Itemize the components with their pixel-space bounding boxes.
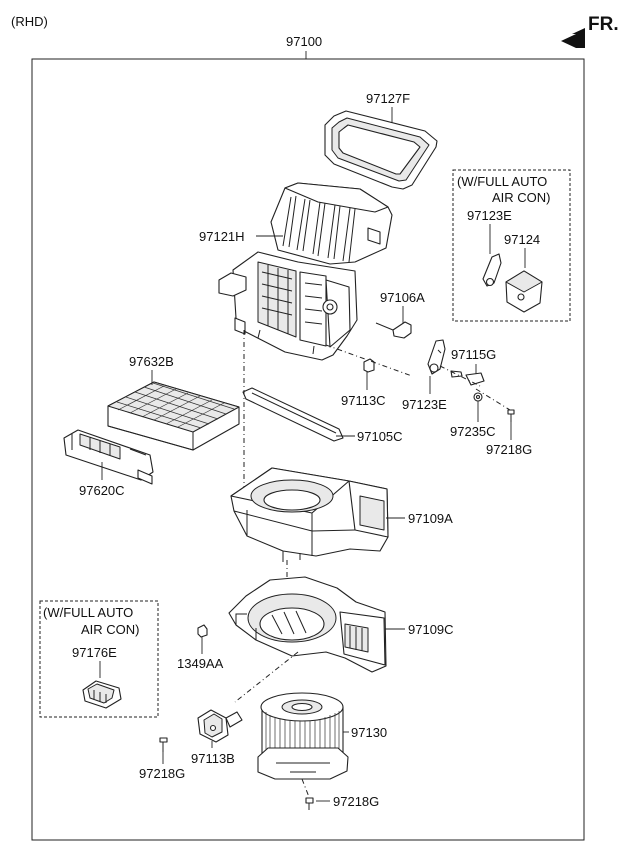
nut-1349AA [197,624,208,638]
label-97218G-top: 97218G [486,442,532,457]
label-1349AA: 1349AA [177,656,224,671]
label-97113B: 97113B [191,751,235,766]
resistor-97176E [82,680,122,709]
option-right-part-a-label: 97123E [467,208,512,223]
variant-label: (RHD) [11,14,48,29]
label-97632B: 97632B [129,354,174,369]
assembly-frame [31,58,585,841]
screw-97218G-bottom [301,778,314,810]
label-97106A: 97106A [380,290,425,305]
option-box-left [39,600,159,718]
screw-97106A [375,321,412,339]
blower-case-lower-97109C [228,576,387,673]
option-right-title-1: (W/FULL AUTO [457,174,547,189]
clip-97113C [363,358,375,373]
actuator-arm-97123E-option [482,253,502,287]
option-left-title-2: AIR CON) [81,622,140,637]
resistor-97113B [197,709,243,743]
option-left-part-a-label: 97176E [72,645,117,660]
label-97105C: 97105C [357,429,403,444]
option-box-right [452,169,571,322]
front-direction-label: FR. [588,14,619,35]
blower-case-upper-97109A [230,467,389,562]
label-97235C: 97235C [450,424,496,439]
blower-motor-97130 [257,692,349,780]
label-97130: 97130 [351,725,387,740]
heater-case-97121H [218,182,393,361]
screw-97218G-left [159,737,168,752]
label-97115G: 97115G [451,347,496,362]
guide-line-motor [234,651,299,703]
filter-cover-97620C [63,429,154,485]
label-97218G-bottom: 97218G [333,794,379,809]
guide-line-lever [325,344,413,377]
assembly-number-label: 97100 [286,34,322,49]
label-97127F: 97127F [366,91,410,106]
label-97109A: 97109A [408,511,453,526]
cabin-filter-97632B [107,381,240,451]
label-97620C: 97620C [79,483,125,498]
screw-97218G-top [475,388,515,422]
seal-strip-97105C [242,387,344,442]
gasket-97127F [324,110,438,190]
option-right-part-b-label: 97124 [504,232,540,247]
actuator-arm-97123E [427,339,446,375]
label-97113C: 97113C [341,393,386,408]
actuator-motor-97124 [505,270,543,313]
label-97121H: 97121H [199,229,245,244]
front-arrow-icon [561,28,585,48]
option-right-title-2: AIR CON) [492,190,551,205]
linkage-97115G [439,365,485,387]
washer-97235C [473,392,483,402]
label-97123E-main: 97123E [402,397,447,412]
label-97109C: 97109C [408,622,454,637]
option-left-title-1: (W/FULL AUTO [43,605,133,620]
label-97218G-left: 97218G [139,766,185,781]
